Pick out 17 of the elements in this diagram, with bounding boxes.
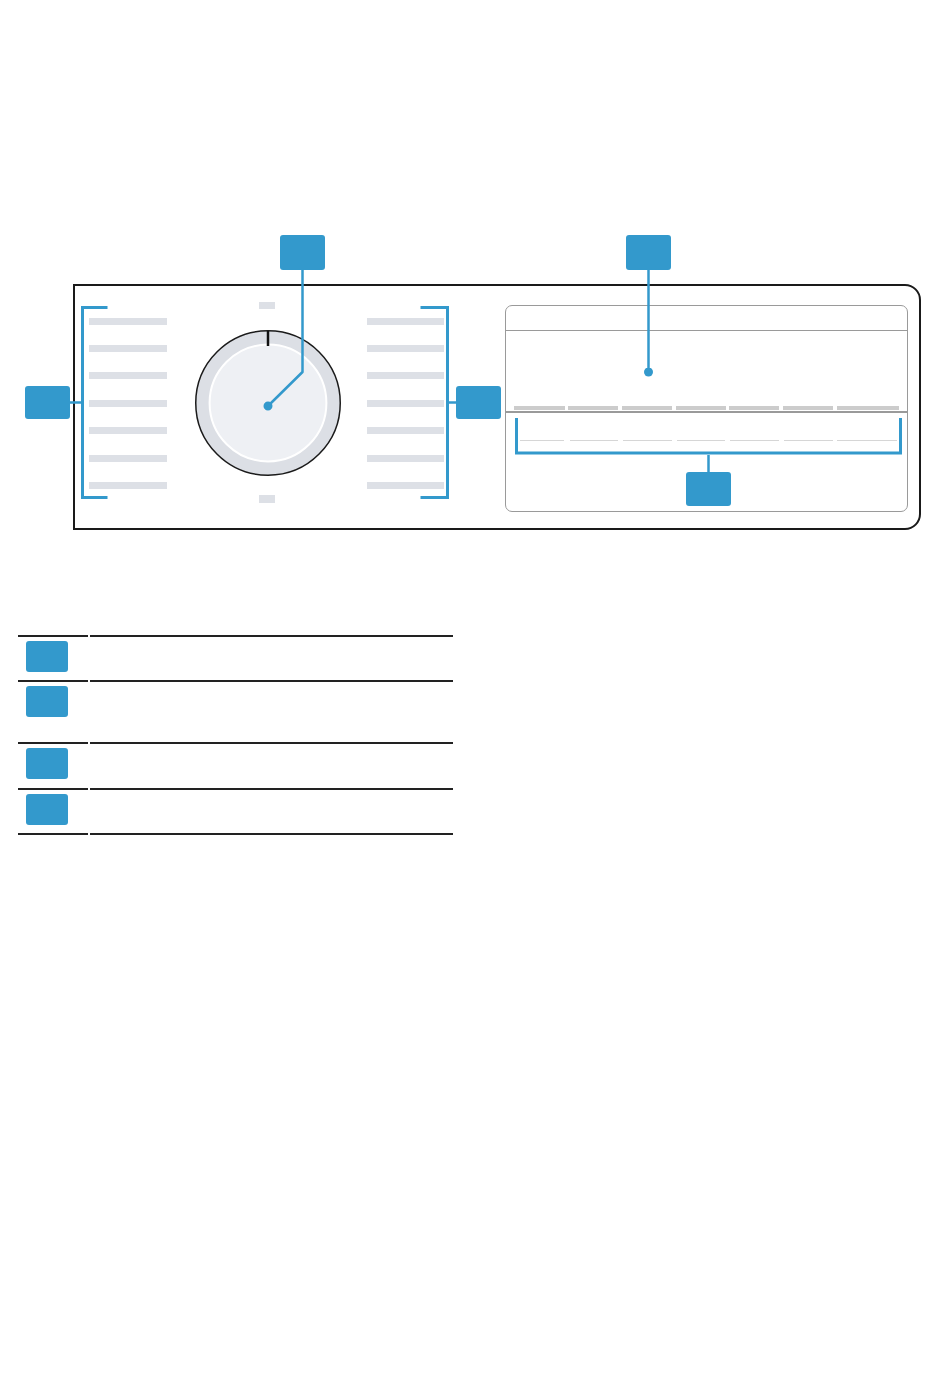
callout-box <box>280 235 325 270</box>
callout-box <box>26 794 68 825</box>
callout-box <box>25 386 70 419</box>
callout-box <box>685 471 731 506</box>
control-panel <box>73 284 921 530</box>
callout-box <box>626 235 671 270</box>
callout-box <box>26 748 68 779</box>
leader-line <box>644 270 653 377</box>
leader-line <box>263 270 304 411</box>
rotary-dial <box>195 330 341 476</box>
leader-line <box>70 401 81 404</box>
leader-line <box>707 455 710 472</box>
leader-line <box>449 401 456 404</box>
callout-box <box>26 686 68 717</box>
callout-box <box>26 641 68 672</box>
callout-box <box>456 386 501 419</box>
display-screen <box>505 305 908 512</box>
